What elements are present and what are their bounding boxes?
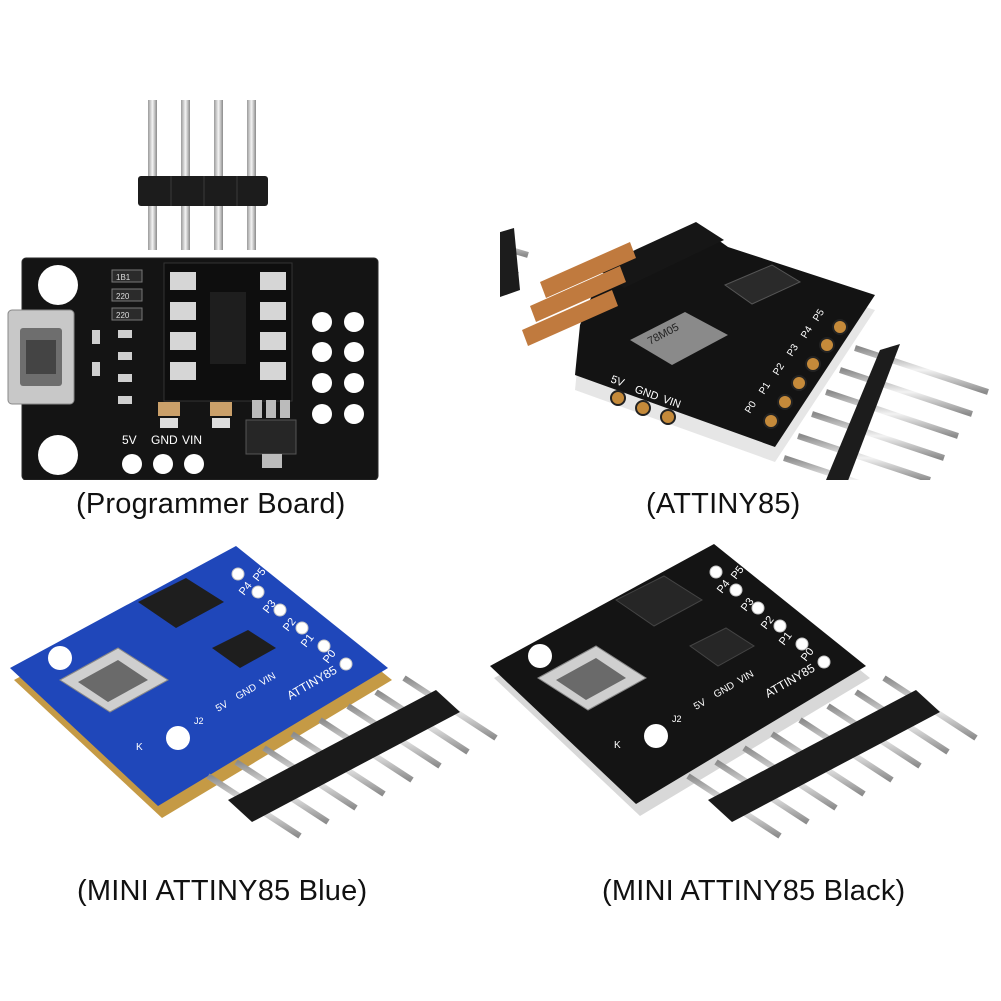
resistor-mark: 220 [116, 311, 130, 320]
pin-header-8 [686, 675, 978, 839]
programmer-board-image: 1B1 220 220 5V GND VIN [0, 0, 500, 481]
label-5v: 5V [609, 374, 626, 390]
caption-mini-attiny85-black: (MINI ATTINY85 Black) [602, 875, 906, 907]
programmer-board-figure: 1B1 220 220 5V GND VIN [7, 100, 379, 481]
mini-attiny85-black-image: P5 P4 P3 P2 P1 P0 ATTINY85 5V GND VIN J2… [490, 540, 1001, 860]
programmer-pcb: 1B1 220 220 5V GND VIN [7, 257, 379, 481]
attiny85-board-figure: ATtiny 85 78M05 5V GND VIN P5 P4 P3 P2 P… [407, 222, 989, 505]
mark-j2: J2 [672, 714, 682, 724]
mark-k: K [136, 742, 143, 753]
attiny85-pcb: ATtiny 85 78M05 5V GND VIN P5 P4 P3 P2 P… [522, 222, 875, 462]
attiny85-board-image: ATtiny 85 78M05 5V GND VIN P5 P4 P3 P2 P… [407, 0, 1001, 505]
mini-blue-figure: P5 P4 P3 P2 P1 P0 ATTINY85 5V GND VIN J2… [10, 546, 498, 839]
caption-programmer-board: (Programmer Board) [76, 488, 346, 520]
label-vin: VIN [182, 433, 202, 447]
label-5v: 5V [692, 697, 708, 713]
pin-header-4 [138, 100, 268, 250]
caption-mini-attiny85-blue: (MINI ATTINY85 Blue) [77, 875, 368, 907]
label-vin: VIN [661, 394, 682, 412]
mark-k: K [614, 740, 621, 751]
label-5v: 5V [214, 699, 230, 715]
mini-black-figure: P5 P4 P3 P2 P1 P0 ATTINY85 5V GND VIN J2… [490, 544, 978, 839]
mark-j2: J2 [194, 716, 204, 726]
label-5v: 5V [122, 433, 137, 447]
mini-blue-pcb: P5 P4 P3 P2 P1 P0 ATTINY85 5V GND VIN J2… [10, 546, 392, 818]
pin-header-8 [206, 675, 498, 839]
caption-attiny85: (ATTINY85) [646, 488, 801, 520]
pin-header-3 [407, 222, 529, 302]
resistor-mark: 220 [116, 292, 130, 301]
resistor-mark: 1B1 [116, 273, 131, 282]
mini-black-pcb: P5 P4 P3 P2 P1 P0 ATTINY85 5V GND VIN J2… [490, 544, 870, 816]
mini-attiny85-blue-image: P5 P4 P3 P2 P1 P0 ATTINY85 5V GND VIN J2… [0, 540, 500, 860]
label-gnd: GND [151, 433, 178, 447]
